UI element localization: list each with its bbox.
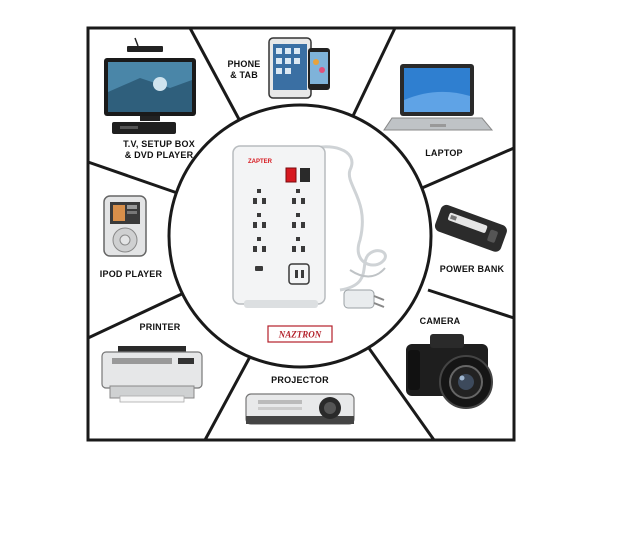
brand-tag: NAZTRON bbox=[267, 325, 333, 343]
label-tv: T.V, SETUP BOX & DVD PLAYER bbox=[123, 139, 195, 160]
phone-tablet-icon bbox=[268, 37, 330, 99]
camera-icon bbox=[406, 334, 493, 409]
printer-icon bbox=[101, 346, 203, 403]
label-laptop: LAPTOP bbox=[425, 148, 463, 158]
label-phone: PHONE & TAB bbox=[227, 59, 261, 80]
brand-tag-text: NAZTRON bbox=[278, 330, 322, 340]
label-projector: PROJECTOR bbox=[271, 375, 329, 385]
laptop-icon bbox=[383, 64, 494, 131]
label-printer: PRINTER bbox=[139, 322, 181, 332]
label-powerbank: POWER BANK bbox=[439, 264, 505, 274]
socket-panel-brand: ZAPTER bbox=[248, 159, 273, 165]
divider-lines bbox=[87, 27, 515, 441]
tv-icon bbox=[104, 37, 196, 134]
label-ipod: IPOD PLAYER bbox=[99, 269, 163, 279]
extension-board: ZAPTER bbox=[232, 145, 387, 309]
ipod-icon bbox=[103, 195, 147, 257]
power-bank-icon bbox=[434, 204, 507, 252]
label-camera: CAMERA bbox=[419, 316, 461, 326]
projector-icon bbox=[245, 393, 355, 425]
